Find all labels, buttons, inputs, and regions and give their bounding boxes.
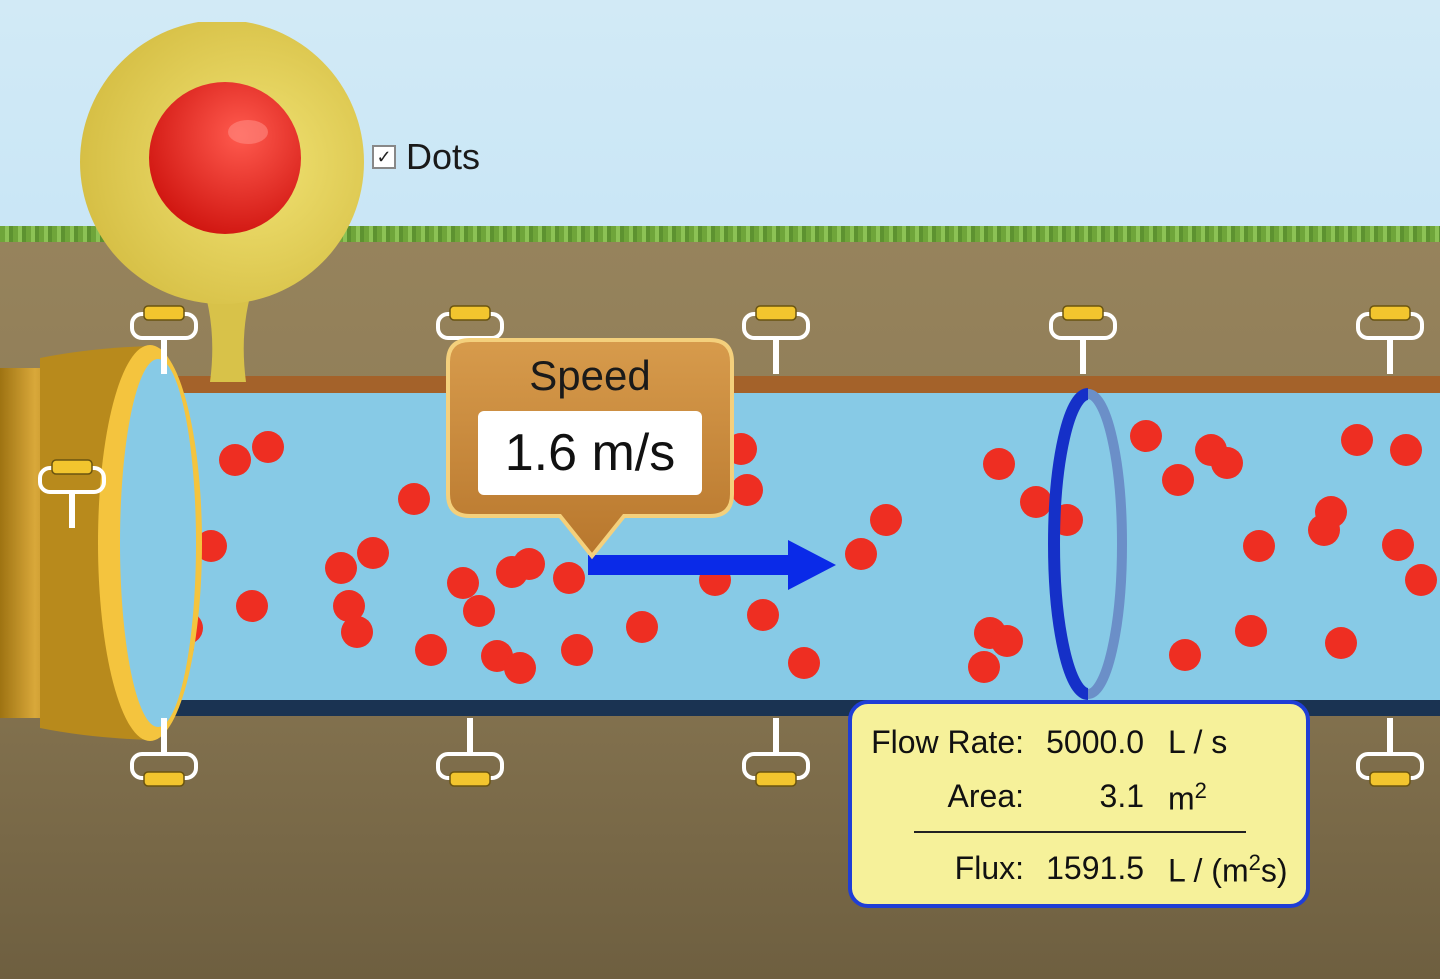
water-dot — [870, 504, 902, 536]
pipe-end-handle[interactable] — [0, 338, 205, 748]
water-dot — [1020, 486, 1052, 518]
grass-strip — [0, 226, 1440, 246]
pipe-shape-handle[interactable] — [1354, 716, 1426, 788]
water-dot — [341, 616, 373, 648]
water-dot — [1405, 564, 1437, 596]
water-dot — [1308, 514, 1340, 546]
flux-meter-ring[interactable] — [1034, 384, 1134, 704]
water-dot — [1162, 464, 1194, 496]
area-label: Area: — [947, 778, 1024, 814]
pipe-shape-handle[interactable] — [434, 716, 506, 788]
speed-value-readout: 1.6 m/s — [478, 411, 702, 495]
area-value: 3.1 — [1099, 778, 1144, 814]
flux-label: Flux: — [954, 850, 1024, 886]
pipe-shape-handle[interactable] — [1047, 304, 1119, 376]
water-dot — [1243, 530, 1275, 562]
water-dot — [1169, 639, 1201, 671]
water-dot — [1390, 434, 1422, 466]
flux-meter-panel[interactable]: Flow Rate: 5000.0 L / s Area: 3.1 m2 Flu… — [848, 700, 1310, 908]
area-row: Area: 3.1 m2 — [852, 778, 1306, 818]
pipe-shape-handle[interactable] — [1354, 304, 1426, 376]
water-dot — [513, 548, 545, 580]
water-dot — [219, 444, 251, 476]
dots-label: Dots — [406, 136, 481, 177]
water-dot — [236, 590, 268, 622]
water-dot — [463, 595, 495, 627]
water-dot — [1211, 447, 1243, 479]
water-dot — [1130, 420, 1162, 452]
pipe-shape-handle[interactable] — [128, 304, 200, 376]
water-dot — [447, 567, 479, 599]
water-dot — [504, 652, 536, 684]
water-dot — [1235, 615, 1267, 647]
water-dot — [747, 599, 779, 631]
water-dot — [252, 431, 284, 463]
speed-tool-title: Speed — [529, 352, 651, 399]
water-dot — [968, 651, 1000, 683]
flux-unit: L / (m2s) — [1168, 850, 1288, 889]
dots-checkbox[interactable]: ✓ — [372, 145, 396, 169]
pipe-shape-handle[interactable] — [36, 458, 108, 530]
pipe-shape-handle[interactable] — [740, 304, 812, 376]
water-dot — [788, 647, 820, 679]
water-dot — [983, 448, 1015, 480]
water-dot — [398, 483, 430, 515]
water-dot — [1341, 424, 1373, 456]
flux-value: 1591.5 — [1046, 850, 1144, 886]
water-dot — [731, 474, 763, 506]
area-unit: m2 — [1168, 778, 1207, 817]
reservoir-valve — [80, 22, 364, 382]
velocity-arrow — [588, 540, 836, 590]
water-dot — [415, 634, 447, 666]
water-dot — [553, 562, 585, 594]
water-dot — [357, 537, 389, 569]
pipe-shape-handle[interactable] — [740, 716, 812, 788]
flux-divider — [914, 831, 1246, 833]
flow-rate-value: 5000.0 — [1046, 724, 1144, 760]
flow-rate-row: Flow Rate: 5000.0 L / s — [852, 724, 1306, 764]
water-dot — [325, 552, 357, 584]
pipe-shape-handle[interactable] — [128, 716, 200, 788]
dots-toggle[interactable]: ✓ Dots — [372, 136, 480, 178]
water-dot — [561, 634, 593, 666]
reservoir-red-button — [149, 82, 301, 234]
flow-rate-label: Flow Rate: — [871, 724, 1024, 760]
water-dot — [1382, 529, 1414, 561]
water-dot — [845, 538, 877, 570]
water-dot — [1325, 627, 1357, 659]
water-dot — [626, 611, 658, 643]
flux-row: Flux: 1591.5 L / (m2s) — [852, 850, 1306, 890]
flow-rate-unit: L / s — [1168, 724, 1228, 760]
water-dot — [991, 625, 1023, 657]
